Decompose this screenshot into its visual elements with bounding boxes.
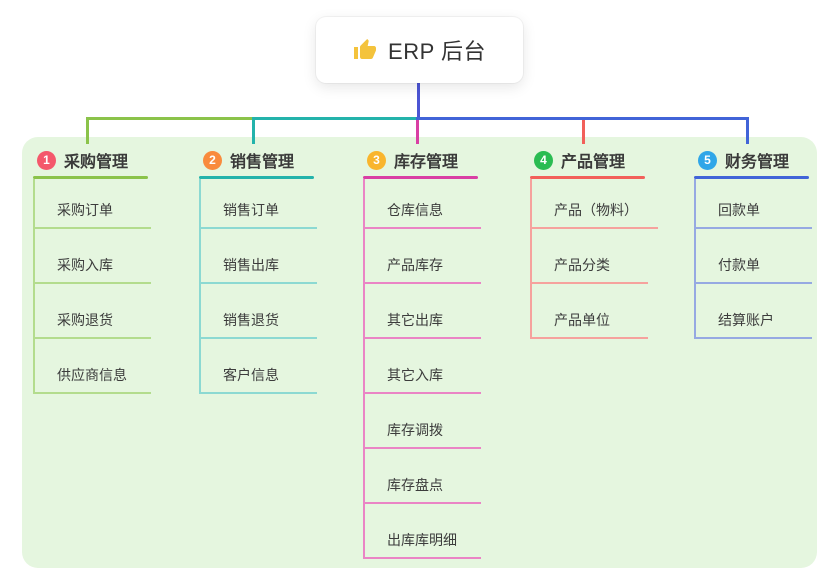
branch-children: 回款单 付款单 结算账户 (694, 179, 812, 339)
child-node[interactable]: 库存盘点 (365, 449, 481, 504)
child-node[interactable]: 回款单 (696, 179, 812, 229)
root-title: ERP 后台 (388, 39, 486, 64)
child-label: 采购订单 (35, 200, 151, 229)
branch-drop-line-3 (416, 120, 419, 144)
child-label: 产品单位 (532, 310, 648, 339)
branch-underline (199, 176, 314, 179)
child-node[interactable]: 销售订单 (201, 179, 317, 229)
child-node[interactable]: 采购订单 (35, 179, 151, 229)
branch-title[interactable]: 5 财务管理 (694, 147, 812, 173)
branch-label: 产品管理 (561, 154, 626, 171)
branch-children: 销售订单 销售出库 销售退货 客户信息 (199, 179, 317, 394)
branch-underline (363, 176, 478, 179)
branch-children: 采购订单 采购入库 采购退货 供应商信息 (33, 179, 151, 394)
branch-number-badge: 3 (367, 150, 386, 170)
branch-number-badge: 2 (203, 150, 222, 170)
child-node[interactable]: 产品库存 (365, 229, 481, 284)
branch-drop-line-5 (746, 117, 749, 144)
child-node[interactable]: 产品单位 (532, 284, 658, 339)
branch-children: 仓库信息 产品库存 其它出库 其它入库 库存调拨 库存盘点 出库库明细 (363, 179, 481, 559)
branch-3: 3 库存管理 仓库信息 产品库存 其它出库 其它入库 库存调拨 库存盘点 出库库… (363, 147, 481, 559)
child-node[interactable]: 出库库明细 (365, 504, 481, 559)
branch-underline (694, 176, 809, 179)
child-node[interactable]: 仓库信息 (365, 179, 481, 229)
branch-1: 1 采购管理 采购订单 采购入库 采购退货 供应商信息 (33, 147, 151, 394)
connector-segment-3 (416, 117, 749, 120)
child-label: 客户信息 (201, 365, 317, 394)
child-label: 其它出库 (365, 310, 481, 339)
branch-2: 2 销售管理 销售订单 销售出库 销售退货 客户信息 (199, 147, 317, 394)
branch-number-badge: 1 (37, 150, 56, 170)
child-label: 仓库信息 (365, 200, 481, 229)
child-label: 结算账户 (696, 310, 812, 339)
child-node[interactable]: 销售出库 (201, 229, 317, 284)
child-label: 库存调拨 (365, 420, 481, 449)
thumbs-up-icon (353, 38, 377, 62)
child-node[interactable]: 库存调拨 (365, 394, 481, 449)
child-label: 库存盘点 (365, 475, 481, 504)
child-node[interactable]: 产品（物料） (532, 179, 658, 229)
child-label: 出库库明细 (365, 530, 481, 559)
child-label: 供应商信息 (35, 365, 151, 394)
branch-number-badge: 4 (534, 150, 553, 170)
branch-drop-line-4 (582, 120, 585, 144)
branch-drop-line-2 (252, 117, 255, 144)
child-label: 销售出库 (201, 255, 317, 284)
child-label: 回款单 (696, 200, 812, 229)
child-node[interactable]: 供应商信息 (35, 339, 151, 394)
child-node[interactable]: 销售退货 (201, 284, 317, 339)
child-label: 采购退货 (35, 310, 151, 339)
branch-title[interactable]: 3 库存管理 (363, 147, 481, 173)
connector-segment-1 (86, 117, 255, 120)
child-node[interactable]: 结算账户 (696, 284, 812, 339)
branch-children: 产品（物料） 产品分类 产品单位 (530, 179, 658, 339)
branch-label: 财务管理 (725, 154, 790, 171)
child-node[interactable]: 产品分类 (532, 229, 658, 284)
branch-number-badge: 5 (698, 150, 717, 170)
root-node[interactable]: ERP 后台 (316, 17, 523, 83)
child-label: 采购入库 (35, 255, 151, 284)
connector-segment-2 (252, 117, 419, 120)
child-node[interactable]: 采购退货 (35, 284, 151, 339)
branch-title[interactable]: 2 销售管理 (199, 147, 317, 173)
branch-label: 采购管理 (64, 154, 129, 171)
branch-5: 5 财务管理 回款单 付款单 结算账户 (694, 147, 812, 339)
child-node[interactable]: 采购入库 (35, 229, 151, 284)
child-label: 产品分类 (532, 255, 648, 284)
branch-title[interactable]: 1 采购管理 (33, 147, 151, 173)
child-node[interactable]: 其它入库 (365, 339, 481, 394)
root-stem-line (417, 82, 420, 118)
child-node[interactable]: 客户信息 (201, 339, 317, 394)
branch-title[interactable]: 4 产品管理 (530, 147, 658, 173)
child-node[interactable]: 其它出库 (365, 284, 481, 339)
child-label: 付款单 (696, 255, 812, 284)
branch-label: 库存管理 (394, 154, 459, 171)
child-node[interactable]: 付款单 (696, 229, 812, 284)
branch-drop-line-1 (86, 117, 89, 144)
branches-panel (22, 137, 817, 568)
branch-underline (33, 176, 148, 179)
child-label: 销售订单 (201, 200, 317, 229)
child-label: 销售退货 (201, 310, 317, 339)
child-label: 其它入库 (365, 365, 481, 394)
branch-4: 4 产品管理 产品（物料） 产品分类 产品单位 (530, 147, 658, 339)
branch-underline (530, 176, 645, 179)
child-label: 产品库存 (365, 255, 481, 284)
branch-label: 销售管理 (230, 154, 295, 171)
child-label: 产品（物料） (532, 200, 658, 229)
